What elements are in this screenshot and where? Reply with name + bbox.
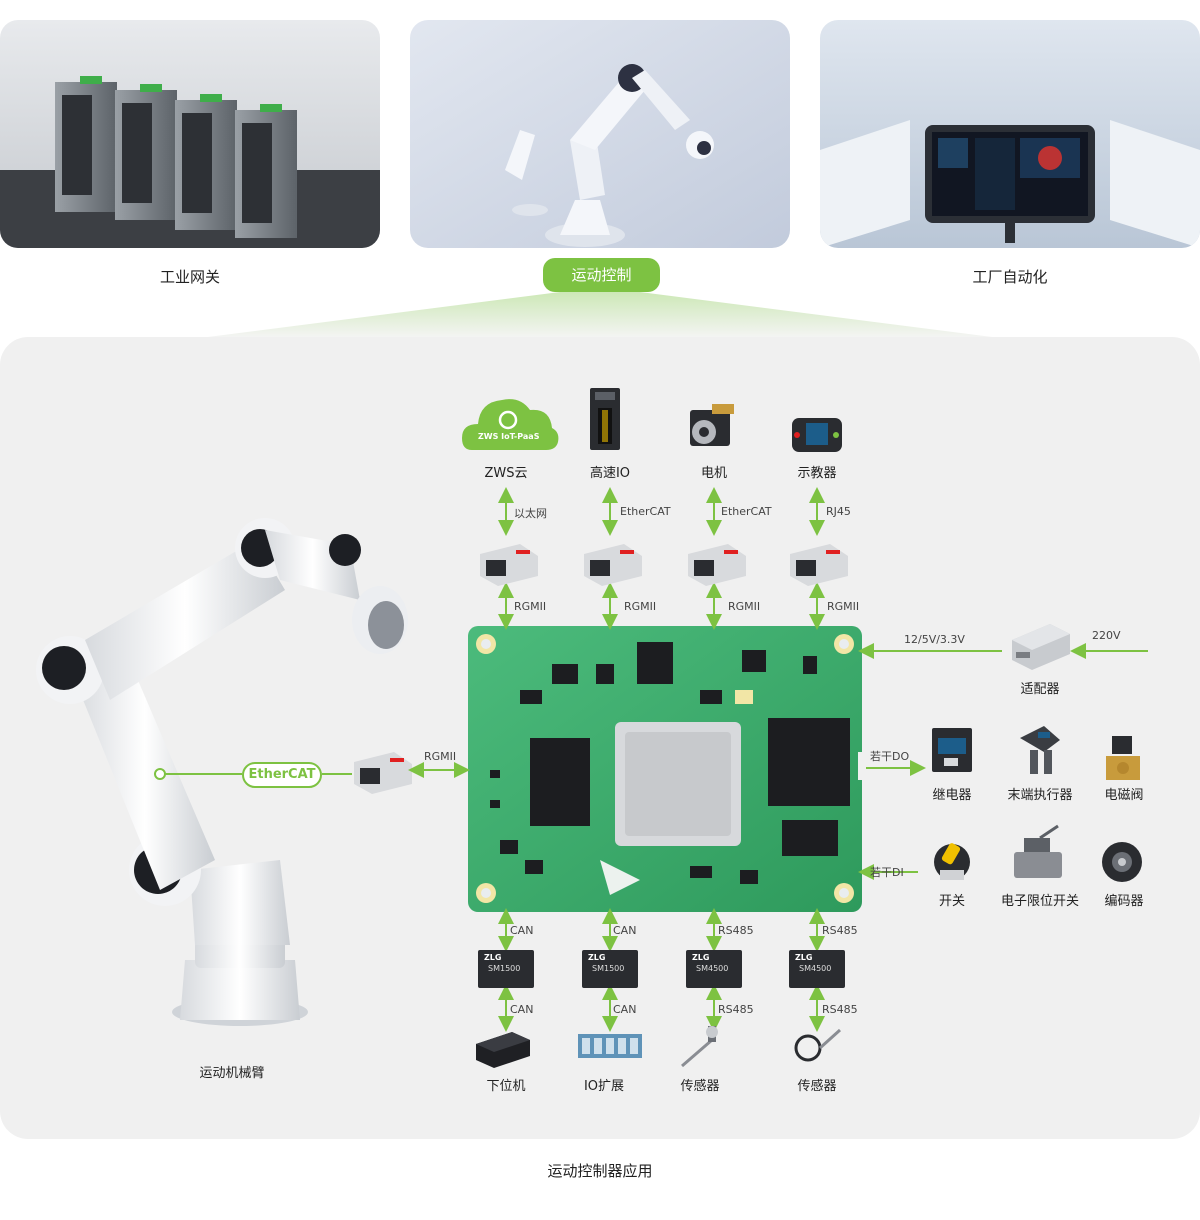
chip-2-brand: ZLG — [588, 953, 606, 962]
high-speed-io-icon — [590, 388, 620, 450]
large-robot-arm — [36, 518, 408, 1026]
do-di-links — [858, 760, 926, 880]
link-label-ethercat-2: EtherCAT — [721, 505, 772, 518]
lower-computer-icon — [476, 1032, 530, 1068]
chip-2-link-top: CAN — [613, 924, 637, 937]
diagram-title: 运动控制器应用 — [547, 1162, 653, 1180]
motion-control-pill[interactable]: 运动控制 — [543, 258, 660, 292]
gateway-image — [0, 20, 380, 248]
switch-icon — [934, 843, 970, 880]
power-adapter-icon — [1012, 624, 1070, 670]
chip-3-link-bottom: RS485 — [718, 1003, 754, 1016]
chip-4-link-top: RS485 — [822, 924, 858, 937]
chip-2-link-bottom: CAN — [613, 1003, 637, 1016]
node-label-motor: 电机 — [700, 466, 727, 481]
power-voltage-in: 220V — [1092, 629, 1121, 642]
di-item-switch: 开关 — [938, 894, 965, 909]
relay-icon — [932, 728, 972, 772]
isolation-chips — [478, 950, 845, 988]
robot-arm-image — [410, 20, 790, 248]
do-item-relay: 继电器 — [932, 788, 972, 803]
rgmii-label-4: RGMII — [827, 600, 860, 613]
core-board — [468, 626, 864, 912]
chip-2-model: SM1500 — [592, 964, 625, 973]
device-lower-computer: 下位机 — [486, 1079, 526, 1094]
teach-pendant-icon — [792, 418, 842, 452]
bottom-links — [498, 908, 825, 1032]
zws-cloud-icon — [462, 399, 559, 450]
device-sensor-2: 传感器 — [797, 1079, 837, 1094]
link-label-ethercat-1: EtherCAT — [620, 505, 671, 518]
chip-3-link-top: RS485 — [718, 924, 754, 937]
di-item-encoder: 编码器 — [1104, 894, 1144, 909]
robot-arm-label: 运动机械臂 — [199, 1066, 265, 1081]
factory-image — [820, 20, 1200, 248]
card-industrial-gateway — [0, 20, 380, 248]
device-sensor-1: 传感器 — [680, 1079, 720, 1094]
sensor-probe-icon — [681, 1026, 718, 1068]
chip-3-model: SM4500 — [696, 964, 729, 973]
do-label: 若干DO — [870, 750, 910, 763]
top-links — [498, 487, 825, 630]
node-label-high-speed-io: 高速IO — [589, 466, 631, 481]
ethercat-badge-label: EtherCAT — [248, 767, 316, 782]
chip-1-brand: ZLG — [484, 953, 502, 962]
zws-cloud-text: ZWS IoT-PaaS — [478, 432, 540, 441]
chip-4-brand: ZLG — [795, 953, 813, 962]
chip-4-link-bottom: RS485 — [822, 1003, 858, 1016]
card-label-industrial-gateway: 工业网关 — [159, 268, 220, 286]
end-effector-icon — [1020, 726, 1060, 774]
chip-1-link-top: CAN — [510, 924, 534, 937]
rgmii-label-1: RGMII — [514, 600, 547, 613]
chip-1-model: SM1500 — [488, 964, 521, 973]
rgmii-label-3: RGMII — [728, 600, 761, 613]
link-label-rj45: RJ45 — [826, 505, 851, 518]
card-label-factory-automation: 工厂自动化 — [972, 268, 1048, 286]
motor-icon — [690, 404, 734, 446]
do-item-end-effector: 末端执行器 — [1007, 788, 1073, 803]
io-expansion-icon — [578, 1034, 642, 1058]
chip-1-link-bottom: CAN — [510, 1003, 534, 1016]
node-label-zws: ZWS云 — [484, 466, 528, 481]
link-label-ethernet: 以太网 — [514, 507, 547, 520]
ethercat-badge[interactable]: EtherCAT — [242, 762, 322, 788]
do-item-solenoid-valve: 电磁阀 — [1104, 788, 1144, 803]
di-item-limit-switch: 电子限位开关 — [1000, 894, 1079, 909]
rgmii-label-2: RGMII — [624, 600, 657, 613]
encoder-icon — [1102, 842, 1142, 882]
pill-connector — [200, 292, 1000, 338]
power-voltage-out: 12/5V/3.3V — [904, 633, 965, 646]
solenoid-valve-icon — [1106, 736, 1140, 780]
node-label-teach-pendant: 示教器 — [797, 466, 837, 481]
chip-4-model: SM4500 — [799, 964, 832, 973]
card-motion-control — [410, 20, 790, 248]
di-label: 若干DI — [870, 866, 904, 879]
robot-link-label: RGMII — [424, 750, 457, 763]
card-factory-automation — [820, 20, 1200, 248]
limit-switch-icon — [1014, 824, 1062, 878]
power-adapter-label: 适配器 — [1020, 682, 1060, 697]
chip-3-brand: ZLG — [692, 953, 710, 962]
device-io-expansion: IO扩展 — [583, 1079, 625, 1094]
sensor-cable-icon — [794, 1028, 842, 1062]
rj45-connectors-top — [354, 544, 848, 794]
